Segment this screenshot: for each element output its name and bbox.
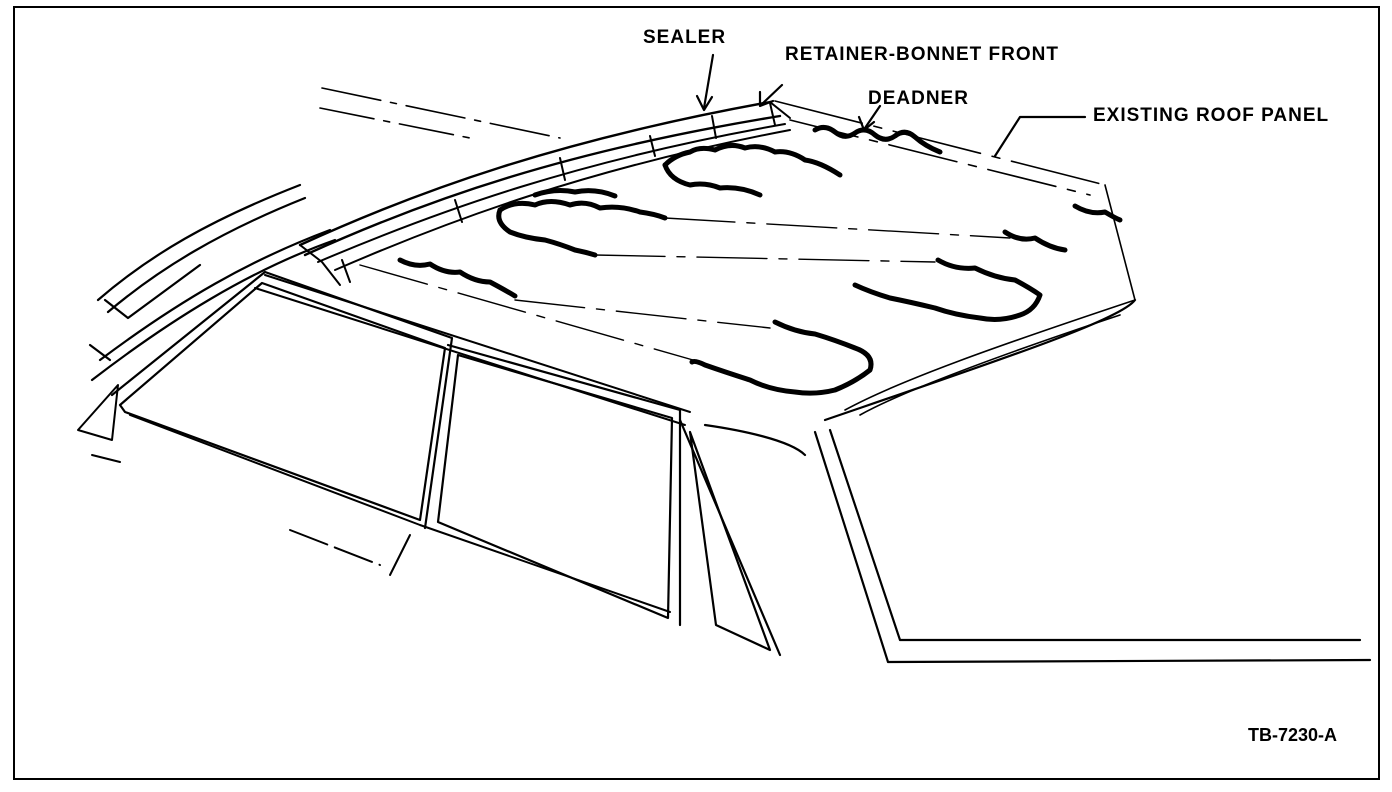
retainer-bonnet-front-label: RETAINER-BONNET FRONT bbox=[785, 44, 1059, 65]
figure-identifier: TB-7230-A bbox=[1248, 725, 1338, 745]
side-windows bbox=[110, 270, 1372, 664]
figure-border bbox=[13, 6, 1380, 780]
deadner-label: DEADNER bbox=[868, 88, 969, 109]
deadner-beads bbox=[397, 124, 1123, 396]
roof-panel-leader bbox=[993, 115, 1087, 158]
sealer-label: SEALER bbox=[643, 27, 727, 48]
deadner-leader bbox=[863, 104, 882, 130]
retainer-arrow bbox=[758, 90, 775, 108]
retainer-leader bbox=[760, 83, 784, 106]
deadner-arrow bbox=[857, 115, 876, 132]
retainer-bonnet-front bbox=[298, 100, 791, 286]
existing-roof-panel-label: EXISTING ROOF PANEL bbox=[1093, 105, 1330, 126]
roof-centerlines bbox=[359, 217, 1011, 363]
body-side-lines bbox=[77, 274, 691, 613]
sealer-arrow bbox=[695, 94, 714, 112]
windshield-edge bbox=[88, 183, 337, 382]
callout-leaders bbox=[695, 53, 1087, 158]
sealer-leader bbox=[702, 53, 715, 110]
